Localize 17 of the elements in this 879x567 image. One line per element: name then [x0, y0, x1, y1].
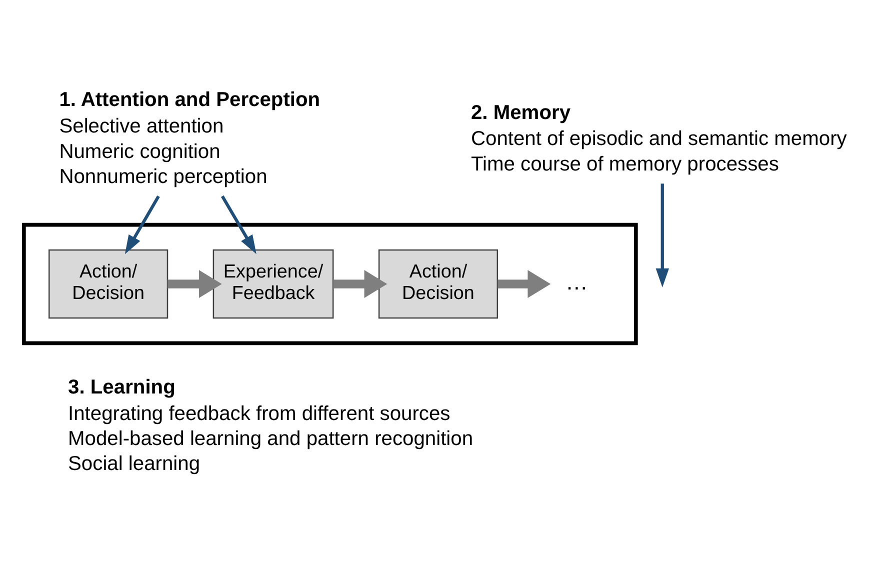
label: Model-based learning and pattern recognition [68, 427, 474, 450]
node-text: 1. Attention and Perception Selective attention Numeric cognition Nonnumeric perception [59, 88, 320, 188]
arrow [498, 269, 551, 298]
node-text: … [565, 268, 588, 294]
node-box: Experience/ Feedback [212, 248, 334, 318]
arrow [656, 183, 670, 287]
arrow [168, 269, 222, 298]
node-box: Action/ Decision [48, 248, 168, 318]
arrow [333, 269, 388, 298]
label: Integrating feedback from different sources [68, 402, 450, 424]
arrow [124, 194, 160, 254]
cluster [22, 222, 638, 345]
label: 3. Learning [68, 376, 176, 398]
arrow [220, 194, 256, 254]
node-box: Action/ Decision [378, 248, 498, 318]
node-text: 2. Memory Content of episodic and semantic memory Time course of memory processes [470, 101, 847, 175]
label: Social learning [68, 452, 200, 475]
